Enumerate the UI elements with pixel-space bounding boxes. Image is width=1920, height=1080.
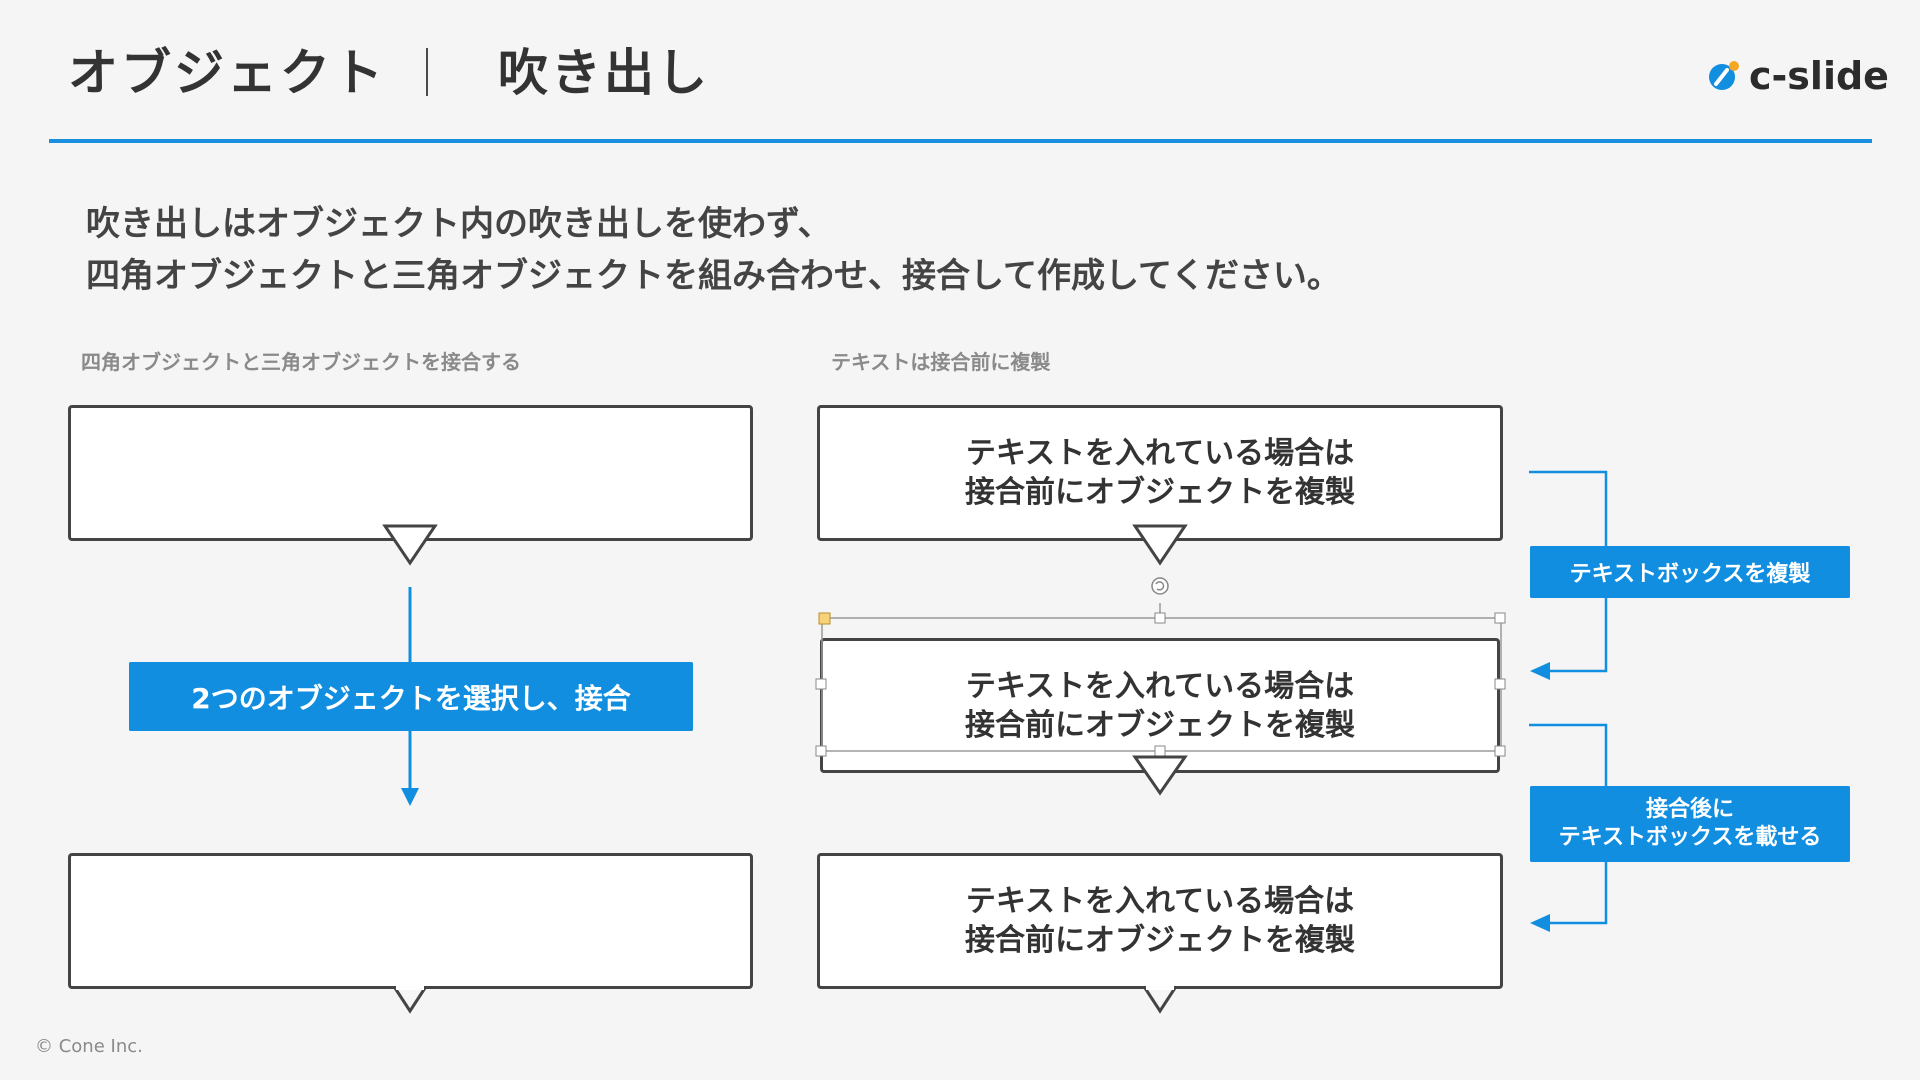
- header-divider: [49, 139, 1872, 143]
- lead-line-1: 吹き出しはオブジェクト内の吹き出しを使わず、: [86, 204, 832, 244]
- lead-line-2: 四角オブジェクトと三角オブジェクトを組み合わせ、接合して作成してください。: [86, 256, 1341, 296]
- triangle-object: [1132, 755, 1188, 796]
- speech-box-final: テキストを入れている場合は 接合前にオブジェクトを複製: [817, 853, 1503, 989]
- resize-handle: [1494, 612, 1506, 624]
- rectangle-object-before: [68, 405, 753, 541]
- brand-logo: c-slide: [1707, 54, 1889, 98]
- triangle-object: [382, 524, 438, 566]
- step-duplicate-textbox-label-top: テキストボックスを複製: [1530, 546, 1850, 598]
- resize-handle: [1494, 678, 1506, 690]
- page-subtitle: 吹き出し: [498, 44, 710, 102]
- resize-handle: [815, 678, 827, 690]
- speech-box-text: テキストを入れている場合は 接合前にオブジェクトを複製: [965, 668, 1355, 743]
- resize-handle: [1154, 612, 1166, 624]
- step-overlay-textbox-label-top: 接合後に テキストボックスを載せる: [1530, 786, 1850, 862]
- down-arrow-head: [401, 788, 419, 806]
- merged-tail: [393, 987, 427, 1014]
- right-section-label: テキストは接合前に複製: [831, 350, 1051, 374]
- resize-handle: [1154, 745, 1166, 757]
- action-join-label-top: 2つのオブジェクトを選択し、接合: [129, 662, 693, 731]
- triangle-object: [1132, 524, 1188, 566]
- page-title: オブジェクト: [68, 44, 386, 102]
- arrow-left-head: [1530, 662, 1550, 680]
- speech-box-original: テキストを入れている場合は 接合前にオブジェクトを複製: [817, 405, 1503, 541]
- logo-icon: [1707, 60, 1739, 92]
- arrow-left-head: [1530, 914, 1550, 932]
- resize-handle: [815, 745, 827, 757]
- lead-text: 吹き出しはオブジェクト内の吹き出しを使わず、 四角オブジェクトと三角オブジェクト…: [86, 198, 1341, 302]
- resize-handle: [818, 612, 831, 625]
- logo-text: c-slide: [1749, 54, 1889, 98]
- left-section-label: 四角オブジェクトと三角オブジェクトを接合する: [81, 350, 521, 374]
- copyright: © Cone Inc.: [35, 1036, 143, 1057]
- selection-frame: [821, 617, 1502, 752]
- resize-handle: [1494, 745, 1506, 757]
- speech-box-text: テキストを入れている場合は 接合前にオブジェクトを複製: [965, 884, 1355, 958]
- merged-tail: [1143, 987, 1177, 1014]
- title-separator: [426, 48, 428, 96]
- speech-bubble-after: [68, 853, 753, 989]
- rotate-handle-icon: [1151, 577, 1169, 595]
- speech-box-text: テキストを入れている場合は 接合前にオブジェクトを複製: [965, 436, 1355, 510]
